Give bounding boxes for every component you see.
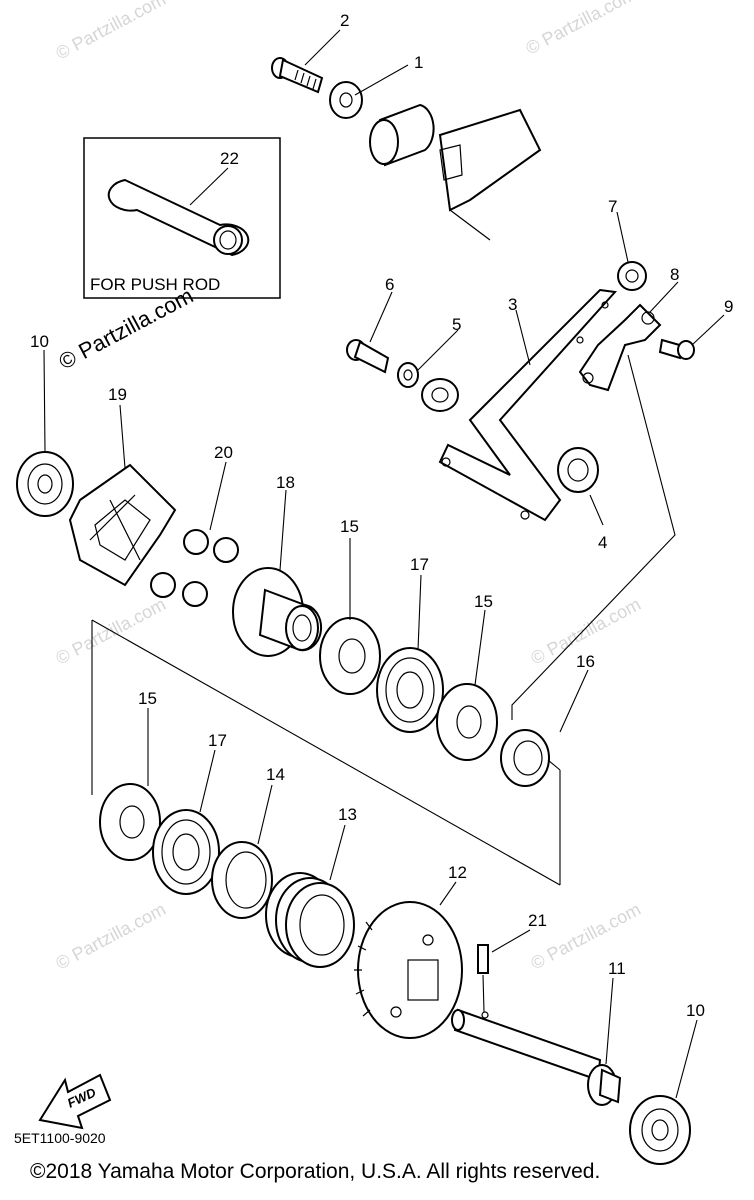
callout-21: 21: [528, 911, 547, 930]
callout-5: 5: [452, 315, 461, 334]
part-15-washer: [436, 683, 498, 761]
callout-22: 22: [220, 149, 239, 168]
callout-2: 2: [340, 11, 349, 30]
part-7-collar: [617, 261, 647, 291]
callout-19: 19: [108, 385, 127, 404]
part-18-sleeve: [232, 567, 323, 657]
part-8-arm: [578, 303, 662, 392]
part-2-bolt: [271, 57, 324, 94]
callout-10: 10: [686, 1001, 705, 1020]
inset-box: FOR PUSH ROD: [83, 137, 281, 299]
callout-15: 15: [138, 689, 157, 708]
part-4-bushing: [557, 447, 599, 493]
callout-18: 18: [276, 473, 295, 492]
callout-11: 11: [608, 959, 626, 978]
callout-1: 1: [414, 53, 423, 72]
part-10-bearing: [16, 451, 74, 517]
shaft-assembly: [369, 103, 542, 241]
copyright-text: ©2018 Yamaha Motor Corporation, U.S.A. A…: [30, 1160, 601, 1183]
watermark: © Partzilla.com: [522, 0, 638, 59]
part-19-block: [68, 463, 177, 587]
part-9-screw: [658, 338, 695, 360]
part-5-washer: [397, 362, 419, 388]
part-3-lever: [421, 288, 618, 522]
callout-12: 12: [448, 863, 467, 882]
part-12-gear: [354, 901, 463, 1039]
part-16-collar: [500, 729, 550, 787]
part-14-seat: [211, 841, 273, 919]
callout-20: 20: [214, 443, 233, 462]
part-13-spring: [265, 872, 355, 968]
part-20-balls: [150, 529, 239, 607]
part-15-washer: [319, 617, 381, 695]
diagram-code: 5ET1100-9020: [14, 1130, 106, 1146]
callout-15: 15: [340, 517, 359, 536]
callout-8: 8: [670, 265, 679, 284]
watermark: © Partzilla.com: [52, 899, 168, 974]
callout-3: 3: [508, 295, 517, 314]
fwd-arrow-icon: FWD: [38, 1073, 112, 1130]
callout-9: 9: [724, 297, 733, 316]
part-1-collar: [329, 81, 363, 119]
part-6-bolt: [346, 339, 390, 374]
callout-13: 13: [338, 805, 357, 824]
part-15-washer: [99, 783, 161, 861]
callout-17: 17: [410, 555, 429, 574]
callout-17: 17: [208, 731, 227, 750]
callout-14: 14: [266, 765, 285, 784]
callout-10: 10: [30, 332, 49, 351]
callout-16: 16: [576, 652, 595, 671]
part-17-bearing: [376, 647, 444, 733]
part-10-bearing: [629, 1095, 691, 1165]
part-17-bearing: [152, 809, 220, 895]
inset-label: FOR PUSH ROD: [90, 275, 220, 294]
part-11-shaft: [451, 1008, 622, 1106]
watermark-dark: © Partzilla.com: [55, 283, 198, 375]
callout-7: 7: [608, 197, 617, 216]
callout-15: 15: [474, 592, 493, 611]
callout-4: 4: [598, 533, 607, 552]
part-21-pin: [477, 944, 489, 974]
watermark: © Partzilla.com: [52, 0, 168, 64]
leader-lines: [43, 29, 725, 1099]
callout-6: 6: [385, 275, 394, 294]
callout-numbers: 1 2 3 4 5 6 7 8 9 10 10 11 12 13 14 15 1…: [30, 11, 733, 1020]
